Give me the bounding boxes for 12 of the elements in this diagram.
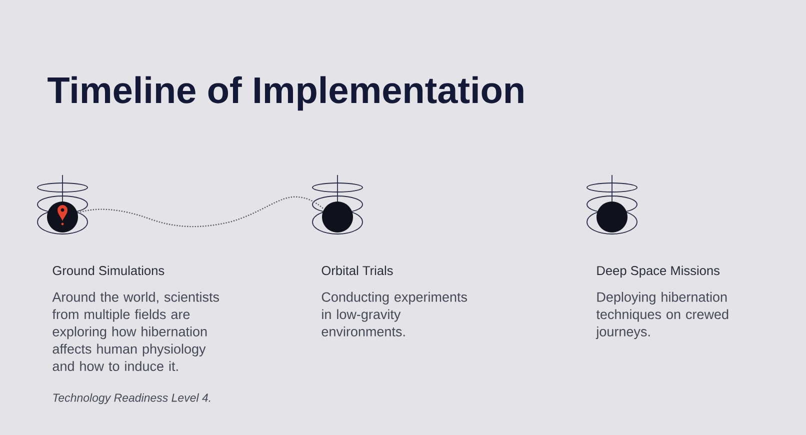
description: Deploying hibernation techniques on crewed journeys.: [596, 292, 728, 340]
globe-icon: [312, 174, 363, 234]
note: Technology Readiness Level 4.: [53, 393, 210, 404]
globe-icon: [37, 174, 88, 234]
heading: Deep Space Missions: [597, 266, 720, 278]
description: Around the world, scientists from multiple fields are exploring how hibernation affects human physiology and how to induce it.: [52, 292, 219, 372]
title: Timeline of Implementation: [48, 76, 524, 111]
description: Conducting experiments in low-gravity environments.: [322, 292, 467, 336]
globe-icon: [586, 174, 638, 234]
heading: Orbital Trials: [322, 266, 393, 276]
heading: Ground Simulations: [52, 266, 164, 276]
connector: [78, 196, 324, 228]
